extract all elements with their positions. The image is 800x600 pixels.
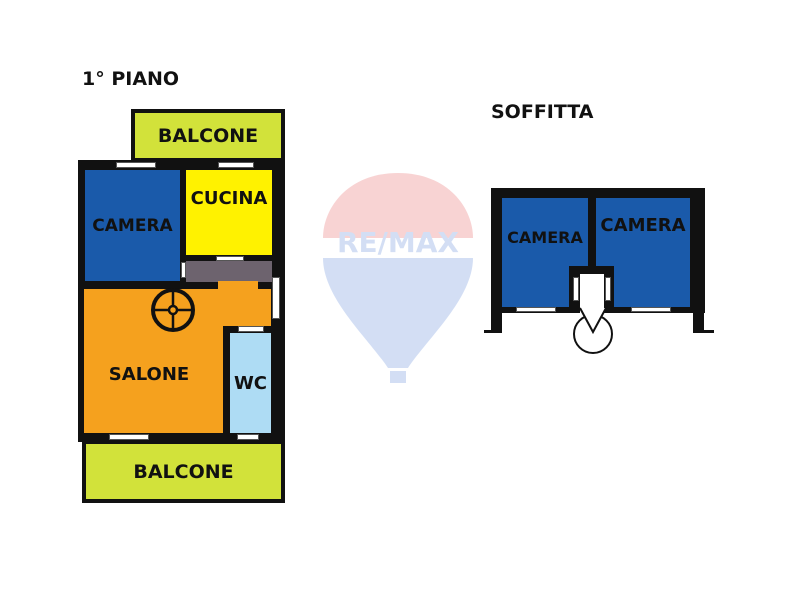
corridor — [186, 261, 272, 282]
window — [116, 162, 156, 168]
room-camera: CAMERA — [85, 170, 180, 281]
floor-title: 1° PIANO — [82, 68, 180, 90]
balcone-top: BALCONE — [131, 109, 285, 162]
attic-base-left — [484, 330, 509, 333]
balcone-top-label: BALCONE — [157, 124, 259, 147]
balcone-bottom-label: BALCONE — [133, 460, 234, 483]
room-cucina: CUCINA — [186, 170, 272, 255]
attic-title: SOFFITTA — [491, 101, 594, 123]
room-wc: WC — [230, 333, 271, 433]
window — [218, 162, 254, 168]
balcone-bottom: BALCONE — [82, 440, 285, 503]
window — [605, 277, 611, 301]
window — [573, 277, 579, 301]
attic-wall-left — [491, 300, 502, 331]
window — [237, 434, 259, 440]
attic-camera-right-label: CAMERA — [600, 215, 686, 236]
attic-base-right — [688, 330, 714, 333]
window — [516, 307, 556, 312]
window — [181, 262, 186, 278]
salone-label: SALONE — [108, 364, 190, 385]
attic-stair-icon — [573, 307, 613, 354]
remax-watermark-logo: RE/MAX — [323, 173, 473, 383]
camera-label: CAMERA — [92, 215, 173, 236]
window — [238, 326, 264, 332]
attic-camera-left-label: CAMERA — [507, 228, 583, 247]
cucina-label: CUCINA — [190, 188, 268, 209]
corridor-opening — [218, 281, 258, 290]
wc-label: WC — [233, 372, 268, 394]
window — [272, 277, 280, 319]
attic-wall-right — [693, 300, 704, 331]
window — [216, 256, 244, 261]
svg-text:RE/MAX: RE/MAX — [337, 226, 459, 259]
window — [109, 434, 149, 440]
window — [631, 307, 671, 312]
spiral-staircase-icon — [151, 288, 195, 332]
